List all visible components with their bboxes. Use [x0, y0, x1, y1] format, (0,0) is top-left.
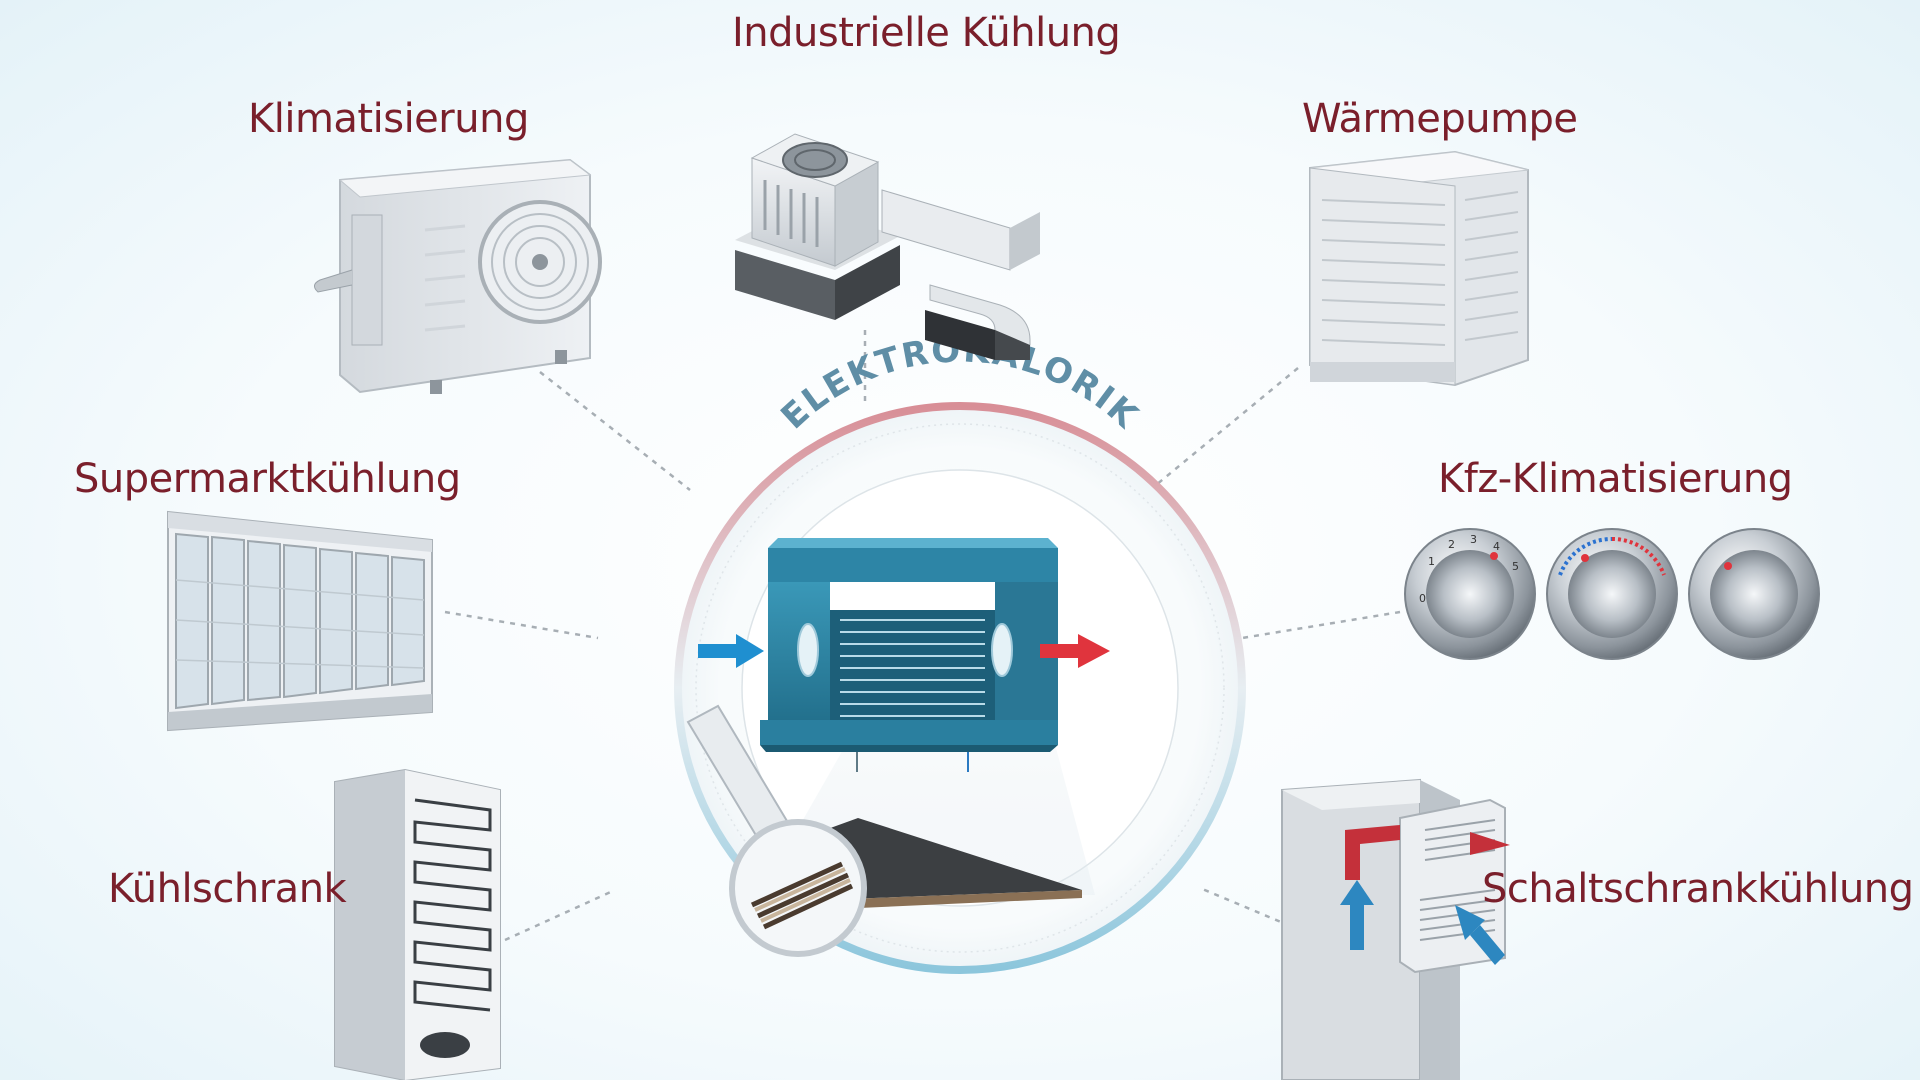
connector-schalt	[1199, 886, 1301, 932]
connector-kuehl	[504, 888, 616, 942]
ceramic-plates	[840, 619, 985, 717]
cabinet-hot-arrow	[1345, 825, 1510, 880]
connector-klima	[539, 371, 691, 491]
connector-waerme	[1149, 367, 1299, 491]
label-industrial-cooling: Industrielle Kühlung	[732, 10, 1121, 56]
label-air-conditioning: Klimatisierung	[248, 96, 529, 142]
dial-number-3: 3	[1470, 533, 1477, 546]
dial-number-1: 1	[1428, 555, 1435, 568]
label-cabinet-cooling: Schaltschrankkühlung	[1482, 866, 1914, 912]
dial-temperature	[1546, 528, 1678, 660]
connector-supermarkt	[444, 610, 599, 640]
magnifier-icon	[686, 704, 867, 957]
dial-number-0: 0	[1419, 592, 1426, 605]
label-refrigerator: Kühlschrank	[108, 866, 347, 912]
connector-lines	[444, 330, 1401, 942]
cabinet-cold-arrow	[1340, 880, 1505, 965]
cabinet-cooling-illustration	[1281, 778, 1510, 1080]
connector-kfz	[1229, 610, 1401, 642]
car-climate-dials: 0 1 2 3 4 5	[1404, 528, 1820, 660]
cold-air-arrow	[698, 634, 764, 668]
hot-air-arrow	[1040, 634, 1110, 668]
supermarket-fridge-illustration	[167, 510, 433, 732]
heat-pump-illustration	[1309, 150, 1529, 387]
label-supermarket-cooling: Supermarktkühlung	[74, 456, 461, 502]
dial-number-4: 4	[1493, 540, 1500, 553]
dial-fan-speed: 0 1 2 3 4 5	[1404, 528, 1536, 660]
label-car-air-conditioning: Kfz-Klimatisierung	[1438, 456, 1793, 502]
dial-number-5: 5	[1512, 560, 1519, 573]
dial-air-direction	[1688, 528, 1820, 660]
refrigerator-illustration	[334, 768, 501, 1080]
industrial-cooling-illustration	[735, 133, 1040, 360]
ac-outdoor-unit-illustration	[314, 158, 602, 394]
label-heat-pump: Wärmepumpe	[1302, 96, 1578, 142]
dial-number-2: 2	[1448, 538, 1455, 551]
